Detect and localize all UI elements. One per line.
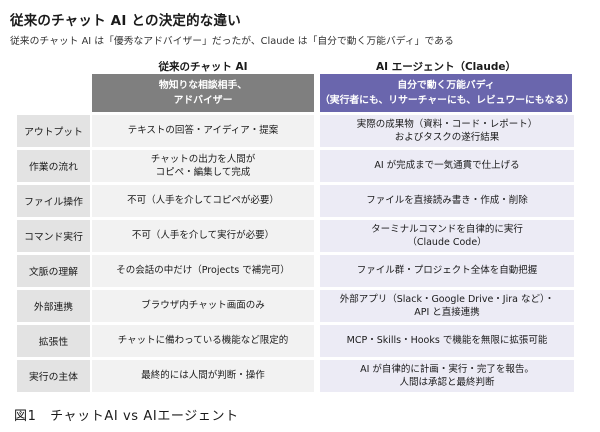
chat-cell-line1: チャットの出力を人間が: [150, 153, 256, 165]
chat-cell-line1: チャットに備わっている機能など限定的: [117, 335, 289, 347]
chat-cell-line2: コピペ・編集して完成: [155, 166, 251, 178]
table-row: ファイル操作 不可（人手を介してコピペが必要） ファイルを直接読み書き・作成・削…: [17, 185, 574, 217]
column-tagline-ai: 自分で動く万能バディ （実行者にも、リサーチャーにも、レビュワーにもなる）: [320, 74, 575, 112]
chat-cell: 不可（人手を介して実行が必要）: [92, 220, 314, 252]
column-heading-chat: 従来のチャット AI: [158, 61, 248, 73]
row-label: 作業の流れ: [17, 150, 90, 182]
ai-cell-line1: MCP・Skills・Hooks で機能を無限に拡張可能: [346, 335, 548, 347]
table-row: 文脈の理解 その会話の中だけ（Projects で補完可） ファイル群・プロジェ…: [17, 255, 574, 287]
ai-cell-line1: ファイルを直接読み書き・作成・削除: [366, 195, 528, 207]
chat-cell: 不可（人手を介してコピペが必要）: [92, 185, 314, 217]
chat-cell-line1: 不可（人手を介して実行が必要）: [131, 230, 275, 242]
ai-cell: 外部アプリ（Slack・Google Drive・Jira など）・ API と…: [320, 290, 574, 322]
chat-cell: テキストの回答・アイディア・提案: [92, 115, 314, 147]
row-label: アウトプット: [17, 115, 90, 147]
ai-cell-line2: API と直接連携: [414, 306, 480, 318]
chat-cell: 最終的には人間が判断・操作: [92, 360, 314, 392]
row-label: 文脈の理解: [17, 255, 90, 287]
ai-cell: ファイルを直接読み書き・作成・削除: [320, 185, 574, 217]
ai-cell: 実際の成果物（資料・コード・レポート） およびタスクの遂行結果: [320, 115, 574, 147]
table-row: 外部連携 ブラウザ内チャット画面のみ 外部アプリ（Slack・Google Dr…: [17, 290, 574, 322]
row-label: コマンド実行: [17, 220, 90, 252]
column-tagline-ai-line1: 自分で動く万能バディ: [397, 80, 495, 91]
column-tagline-ai-line2: （実行者にも、リサーチャーにも、レビュワーにもなる）: [320, 95, 575, 106]
ai-cell-line1: AI が完成まで一気通貫で仕上げる: [374, 160, 520, 172]
table-row: コマンド実行 不可（人手を介して実行が必要） ターミナルコマンドを自律的に実行 …: [17, 220, 574, 252]
row-label: 実行の主体: [17, 360, 90, 392]
chat-cell: チャットの出力を人間が コピペ・編集して完成: [92, 150, 314, 182]
ai-cell-line2: （Claude Code）: [407, 236, 487, 248]
ai-cell: ターミナルコマンドを自律的に実行 （Claude Code）: [320, 220, 574, 252]
ai-cell-line2: およびタスクの遂行結果: [394, 131, 500, 143]
ai-cell-line1: AI が自律的に計画・実行・完了を報告。: [360, 363, 534, 375]
column-tagline-chat: 物知りな相談相手、 アドバイザー: [92, 74, 314, 112]
chat-cell-line1: ブラウザ内チャット画面のみ: [141, 300, 265, 312]
chat-cell-line1: 最終的には人間が判断・操作: [141, 370, 265, 382]
ai-cell: AI が自律的に計画・実行・完了を報告。 人間は承認と最終判断: [320, 360, 574, 392]
ai-cell-line1: 実際の成果物（資料・コード・レポート）: [356, 118, 538, 130]
ai-cell: MCP・Skills・Hooks で機能を無限に拡張可能: [320, 325, 574, 357]
page-title: 従来のチャット AI との決定的な違い: [10, 13, 241, 29]
row-label: 外部連携: [17, 290, 90, 322]
chat-cell: ブラウザ内チャット画面のみ: [92, 290, 314, 322]
chat-cell: その会話の中だけ（Projects で補完可）: [92, 255, 314, 287]
column-tagline-chat-line1: 物知りな相談相手、: [158, 80, 248, 91]
table-row: アウトプット テキストの回答・アイディア・提案 実際の成果物（資料・コード・レポ…: [17, 115, 574, 147]
row-label: ファイル操作: [17, 185, 90, 217]
ai-cell-line1: 外部アプリ（Slack・Google Drive・Jira など）・: [339, 293, 555, 305]
figure-caption: 図1 チャットAI vs AIエージェント: [14, 409, 239, 424]
chat-cell: チャットに備わっている機能など限定的: [92, 325, 314, 357]
chat-cell-line1: テキストの回答・アイディア・提案: [127, 125, 279, 137]
column-tagline-chat-line2: アドバイザー: [173, 95, 233, 106]
ai-cell-line2: 人間は承認と最終判断: [399, 376, 495, 388]
ai-cell-line1: ターミナルコマンドを自律的に実行: [371, 223, 523, 235]
chat-cell-line1: 不可（人手を介してコピペが必要）: [127, 195, 279, 207]
table-row: 拡張性 チャットに備わっている機能など限定的 MCP・Skills・Hooks …: [17, 325, 574, 357]
chat-cell-line1: その会話の中だけ（Projects で補完可）: [116, 265, 290, 277]
ai-cell: AI が完成まで一気通貫で仕上げる: [320, 150, 574, 182]
column-heading-ai: AI エージェント（Claude）: [376, 61, 516, 73]
page-subtitle: 従来のチャット AI は「優秀なアドバイザー」だったが、Claude は「自分で…: [10, 36, 454, 47]
ai-cell-line1: ファイル群・プロジェクト全体を自動把握: [356, 265, 538, 277]
row-label: 拡張性: [17, 325, 90, 357]
table-row: 実行の主体 最終的には人間が判断・操作 AI が自律的に計画・実行・完了を報告。…: [17, 360, 574, 392]
table-row: 作業の流れ チャットの出力を人間が コピペ・編集して完成 AI が完成まで一気通…: [17, 150, 574, 182]
ai-cell: ファイル群・プロジェクト全体を自動把握: [320, 255, 574, 287]
